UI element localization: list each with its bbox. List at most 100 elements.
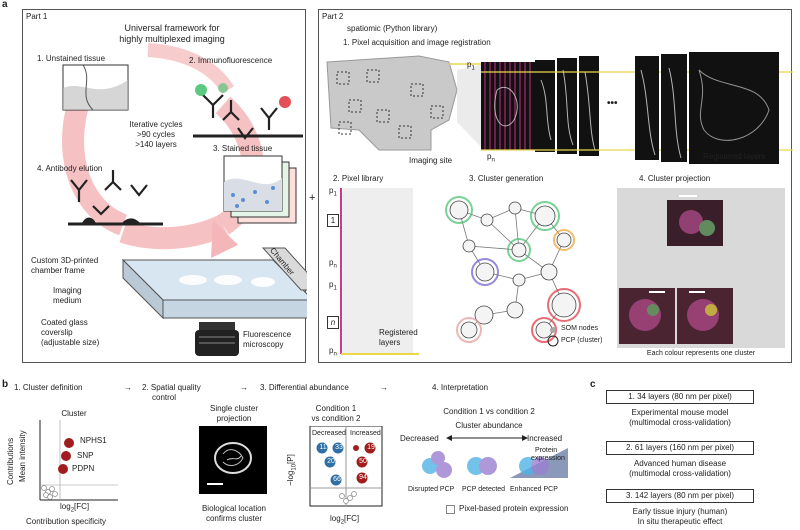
- panel-c-item1-line2: (multimodal cross-validation): [629, 418, 731, 427]
- cycles-line2: >90 cycles: [136, 130, 176, 139]
- lib-pn-b: pn: [329, 346, 337, 358]
- volcano-increased: Increased: [350, 430, 381, 437]
- chamber-frame-line1: Custom 3D-printed: [31, 256, 99, 265]
- legend-som-dot: [550, 327, 556, 333]
- coverslip-line1: Coated glass: [41, 318, 88, 327]
- panel-c-box-1: 1. 34 layers (80 nm per pixel): [606, 390, 754, 404]
- b-arrow-3: →: [380, 383, 388, 392]
- panel-b-label: b: [2, 379, 9, 390]
- part1-illustration: [62, 43, 307, 356]
- single-cluster-image: [199, 426, 267, 494]
- lib-p1-b: p1: [329, 280, 337, 292]
- b-step3: 3. Differential abundance: [260, 383, 349, 392]
- cond-line1: Condition 1: [315, 404, 357, 413]
- interpretation-illustration: [422, 435, 568, 478]
- coverslip-line2: coverslip: [41, 328, 73, 337]
- pcp-detected: PCP detected: [462, 486, 506, 493]
- red-number-3: 94: [359, 474, 367, 481]
- panel-c-box-2: 2. 61 layers (160 nm per pixel): [606, 441, 754, 455]
- blue-number-3: 20: [327, 458, 335, 465]
- imaging-medium-line1: Imaging: [53, 286, 82, 295]
- marker-3: PDPN: [72, 464, 95, 473]
- b-arrow-1: →: [124, 383, 132, 392]
- framework-line2: highly multiplexed imaging: [119, 34, 225, 44]
- cluster-projection-title: 4. Cluster projection: [639, 174, 711, 183]
- step2-label: 2. Immunofluorescence: [189, 56, 273, 65]
- cycles-line3: >140 layers: [135, 140, 177, 149]
- lib-p1-a: p1: [329, 186, 337, 198]
- protein-line2: expression: [531, 455, 565, 462]
- imaging-medium-line2: medium: [53, 296, 82, 305]
- panel-c-item3-line2: In situ therapeutic effect: [637, 517, 723, 526]
- panel-c-item2-line1: Advanced human disease: [633, 459, 727, 468]
- microscopy-line2: microscopy: [243, 340, 284, 349]
- pixel-expression-swatch: [446, 505, 455, 514]
- pn-label: pn: [487, 152, 495, 164]
- volcano-decreased: Decreased: [312, 430, 346, 437]
- registered-layers-label: Registered layers: [703, 152, 766, 161]
- marker-1: NPHS1: [80, 436, 107, 445]
- single-cluster-line2: projection: [216, 414, 252, 423]
- library-name: spatiomic (Python library): [347, 24, 438, 33]
- panel-c-item3-line1: Early tissue injury (human): [632, 507, 728, 516]
- part2-panel: Part 2 spatiomic (Python library) 1. Pix…: [318, 9, 793, 363]
- b-step2-line2: control: [152, 393, 177, 402]
- lib-registered-line1: Registered: [379, 328, 418, 337]
- volcano-y-label: −log10[P]: [286, 454, 298, 486]
- pixel-expression-label: Pixel-based protein expression: [459, 504, 569, 513]
- framework-line1: Universal framework for: [124, 23, 220, 33]
- plus-sign: +: [309, 192, 316, 204]
- coverslip-line3: (adjustable size): [41, 338, 100, 347]
- single-cluster-line1: Single cluster: [209, 404, 259, 413]
- part1-title: Part 1: [26, 12, 48, 21]
- y-label-mean-intensity: Mean intensity: [18, 430, 27, 482]
- microscopy-line1: Fluorescence: [243, 330, 292, 339]
- cluster-abundance: Cluster abundance: [455, 421, 523, 430]
- bio-line2: confirms cluster: [205, 514, 262, 523]
- step4-label: 4. Antibody elution: [37, 164, 103, 173]
- disrupted-pcp: Disrupted PCP: [408, 486, 455, 493]
- blue-number-4: 66: [333, 476, 341, 483]
- volcano-x-label: log2[FC]: [330, 514, 360, 526]
- b-step1: 1. Cluster definition: [14, 383, 83, 392]
- legend-som: SOM nodes: [561, 325, 598, 332]
- panel-c-item2-line2: (multimodal cross-validation): [629, 469, 731, 478]
- interp-title: Condition 1 vs condition 2: [443, 407, 535, 416]
- cluster-definition-plot: [39, 420, 118, 501]
- red-number-2: 50: [359, 458, 367, 465]
- volcano-plot: [309, 426, 383, 507]
- cond-line2: vs condition 2: [311, 414, 361, 423]
- cycles-line1: Iterative cycles: [129, 120, 183, 129]
- chamber-frame-line2: chamber frame: [31, 266, 85, 275]
- lib-box-n: n: [327, 316, 339, 329]
- panel-c-box-3: 3. 142 layers (80 nm per pixel): [606, 489, 754, 503]
- imaging-site-label: Imaging site: [409, 156, 453, 165]
- lib-registered-line2: layers: [379, 338, 401, 347]
- part2-title: Part 2: [322, 12, 344, 21]
- interp-increased: Increased: [527, 434, 563, 443]
- lib-pn-a: pn: [329, 258, 337, 270]
- red-number-1: 19: [367, 444, 375, 451]
- p1-label: p1: [467, 60, 475, 72]
- part2-illustration: [326, 52, 793, 355]
- step3-label: 3. Stained tissue: [213, 144, 273, 153]
- contribution-specificity: Contribution specificity: [26, 517, 107, 526]
- part1-panel: Part 1 Universal framework for highly mu…: [22, 9, 307, 363]
- protein-line1: Protein: [535, 447, 558, 454]
- panel-c-label: c: [590, 379, 596, 390]
- blue-number-2: 33: [335, 444, 343, 451]
- cluster-generation-title: 3. Cluster generation: [469, 174, 544, 183]
- marker-2: SNP: [77, 451, 94, 460]
- panel-c-item1-line1: Experimental mouse model: [631, 408, 729, 417]
- b-arrow-2: →: [240, 383, 248, 392]
- panel-a-label: a: [2, 0, 8, 10]
- y-label-contributions: Contributions: [6, 437, 15, 485]
- cluster-title: Cluster: [61, 409, 87, 418]
- lib-box-1: 1: [327, 214, 339, 227]
- ellipsis: •••: [607, 98, 618, 109]
- blue-number-1: 11: [319, 444, 327, 451]
- interp-decreased: Decreased: [400, 434, 439, 443]
- enhanced-pcp: Enhanced PCP: [510, 486, 558, 493]
- part2-step1: 1. Pixel acquisition and image registrat…: [343, 38, 491, 47]
- legend-pcp: PCP (cluster): [561, 337, 603, 344]
